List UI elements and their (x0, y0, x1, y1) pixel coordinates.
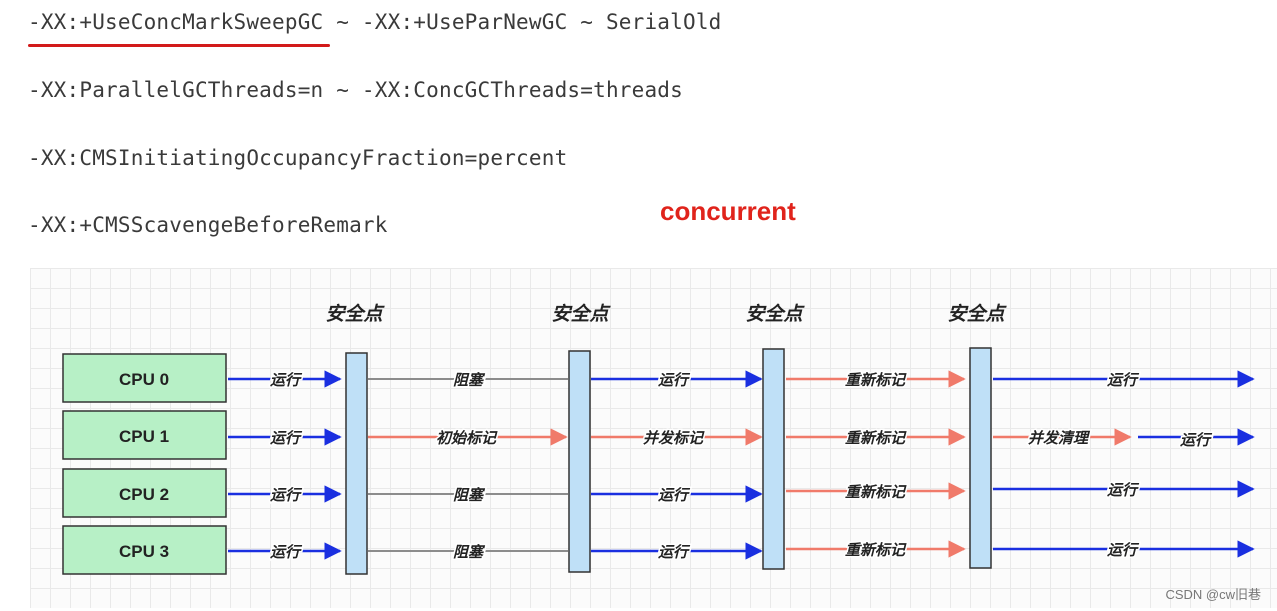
safepoint-bar-1 (345, 352, 368, 575)
cpu-box-2: CPU 2 (62, 468, 227, 518)
safepoint-label-3: 安全点 (745, 303, 805, 325)
phase-initial-mark-cpu1: 初始标记 (436, 429, 498, 447)
cpu-label-3: CPU 3 (119, 542, 169, 561)
cpu-label-1: CPU 1 (119, 427, 169, 446)
jvm-option-initiating-occupancy: -XX:CMSInitiatingOccupancyFraction=perce… (28, 146, 568, 170)
cpu-label-2: CPU 2 (119, 485, 169, 504)
segment-cpu-to-safepoint1: 运行 运行 运行 运行 (228, 370, 342, 563)
concurrent-annotation: concurrent (660, 196, 796, 226)
phase-run-cpu2-2: 运行 (658, 486, 691, 504)
segment-initial-mark: 阻塞 初始标记 阻塞 阻塞 (368, 370, 568, 563)
cpu-box-0: CPU 0 (62, 353, 227, 403)
safepoint-bar-3 (762, 348, 785, 570)
red-underline (28, 44, 330, 47)
jvm-option-cms-gc: -XX:+UseConcMarkSweepGC ~ -XX:+UseParNew… (28, 10, 722, 34)
phase-concurrent-sweep-cpu1: 并发清理 (1028, 429, 1091, 447)
phase-remark-cpu3: 重新标记 (845, 541, 907, 559)
phase-remark-cpu1: 重新标记 (845, 429, 907, 447)
watermark: CSDN @cw旧巷 (1165, 587, 1261, 602)
phase-blocked-cpu3: 阻塞 (453, 543, 486, 561)
segment-concurrent-sweep: 运行 并发清理 运行 运行 运行 (993, 370, 1255, 561)
phase-run-cpu1-1: 运行 (270, 429, 303, 447)
safepoint-label-2: 安全点 (551, 303, 611, 325)
phase-concurrent-mark-cpu1: 并发标记 (643, 429, 705, 447)
cpu-label-0: CPU 0 (119, 370, 169, 389)
segment-remark: 重新标记 重新标记 重新标记 重新标记 (786, 370, 966, 561)
jvm-option-scavenge-before-remark: -XX:+CMSScavengeBeforeRemark (28, 213, 388, 237)
phase-run-cpu3-3: 运行 (1107, 541, 1140, 559)
phase-run-cpu1-3: 运行 (1180, 431, 1213, 449)
phase-run-cpu2-3: 运行 (1107, 481, 1140, 499)
phase-run-cpu3-1: 运行 (270, 543, 303, 561)
phase-run-cpu2-1: 运行 (270, 486, 303, 504)
phase-run-cpu0-2: 运行 (658, 371, 691, 389)
phase-remark-cpu2: 重新标记 (845, 483, 907, 501)
phase-blocked-cpu0: 阻塞 (453, 371, 486, 389)
safepoint-bar-4 (969, 347, 992, 569)
cpu-box-3: CPU 3 (62, 525, 227, 575)
segment-concurrent-mark: 运行 并发标记 运行 运行 (591, 370, 763, 563)
cpu-box-1: CPU 1 (62, 410, 227, 460)
phase-run-cpu3-2: 运行 (658, 543, 691, 561)
phase-blocked-cpu2: 阻塞 (453, 486, 486, 504)
phase-run-cpu0-3: 运行 (1107, 371, 1140, 389)
phase-run-cpu0-1: 运行 (270, 371, 303, 389)
safepoint-bar-2 (568, 350, 591, 573)
jvm-option-gc-threads: -XX:ParallelGCThreads=n ~ -XX:ConcGCThre… (28, 78, 683, 102)
safepoint-label-4: 安全点 (947, 303, 1007, 325)
safepoint-label-1: 安全点 (325, 303, 385, 325)
phase-remark-cpu0: 重新标记 (845, 371, 907, 389)
